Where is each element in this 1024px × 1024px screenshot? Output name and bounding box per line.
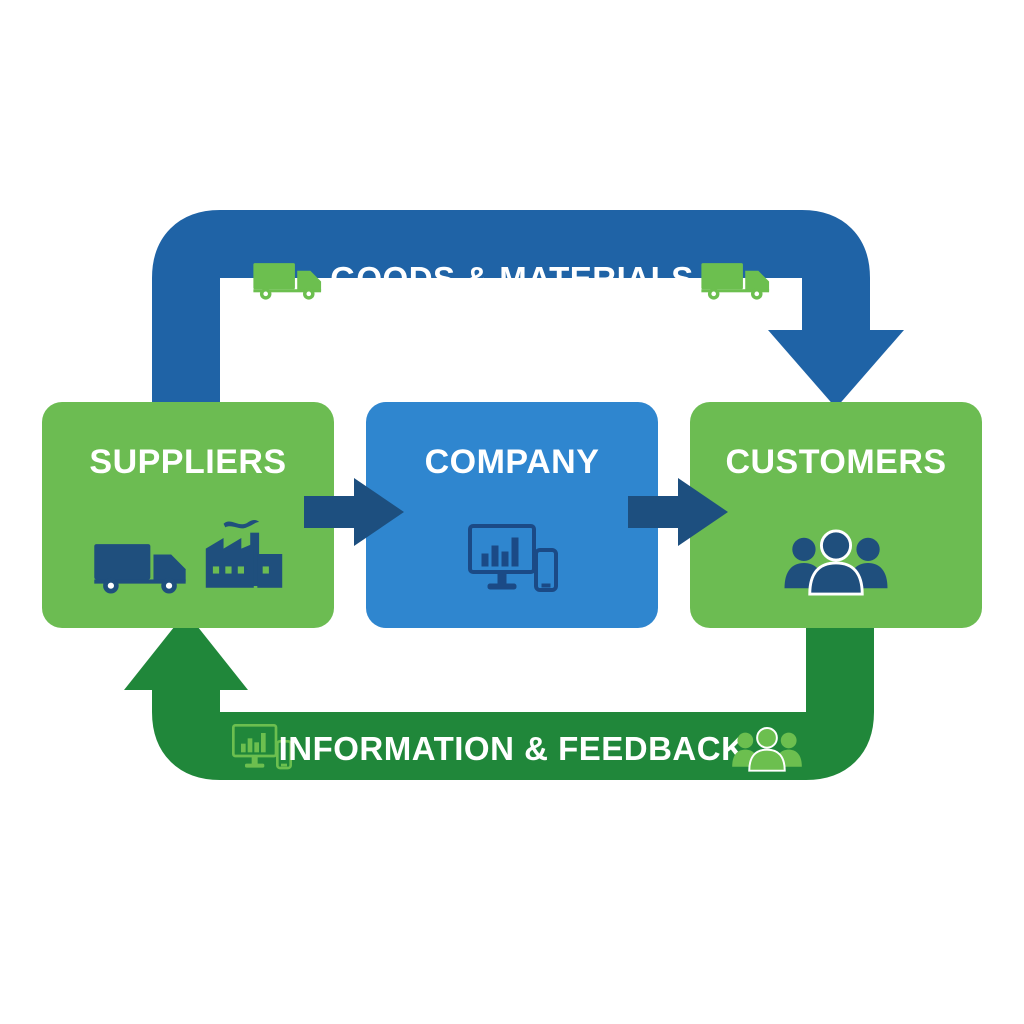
customers-box [690,402,982,628]
customers-label: CUSTOMERS [725,443,946,481]
company-box [366,402,658,628]
company-to-customers-arrow [628,478,728,546]
suppliers-label: SUPPLIERS [89,443,286,481]
information-feedback-label: INFORMATION & FEEDBACK [279,730,746,767]
goods-materials-label: GOODS & MATERIALS [330,260,694,297]
suppliers-to-company-arrow [304,478,404,546]
suppliers-box [42,402,334,628]
company-label: COMPANY [425,443,600,481]
goods-flow-arrow [152,210,904,410]
feedback-flow-arrow [124,612,874,780]
